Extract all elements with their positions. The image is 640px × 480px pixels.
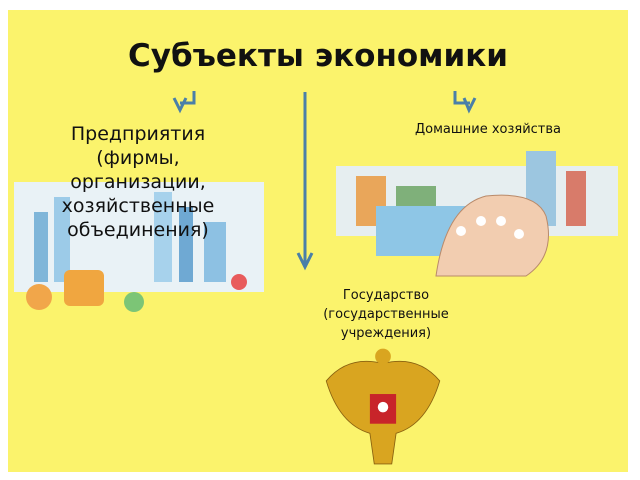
state-line: учреждения) (340, 326, 432, 341)
enterprises-line: (фирмы, (96, 147, 180, 169)
enterprise-illustration (14, 182, 264, 312)
enterprises-line: объединения) (67, 219, 209, 241)
arrow-right (453, 91, 477, 114)
enterprises-line: Предприятия (70, 123, 206, 145)
slide: Субъекты экономики Предприятия (фирмы, о… (8, 10, 628, 472)
state-line: (государственные (323, 307, 449, 322)
arrows (172, 91, 477, 271)
enterprises-line: организации, (70, 171, 206, 193)
arrow-center (296, 92, 314, 271)
households-label: Домашние хозяйства (414, 122, 562, 137)
enterprises-line: хозяйственные (61, 195, 215, 217)
coat-of-arms-image (325, 348, 441, 465)
state-label: Государство (государственные учреждения) (306, 286, 466, 343)
state-line: Государство (342, 288, 430, 303)
enterprises-label: Предприятия (фирмы, организации, хозяйст… (38, 122, 238, 242)
households-illustration (336, 151, 618, 277)
arrow-left (172, 91, 196, 114)
slide-title: Субъекты экономики (127, 38, 508, 74)
